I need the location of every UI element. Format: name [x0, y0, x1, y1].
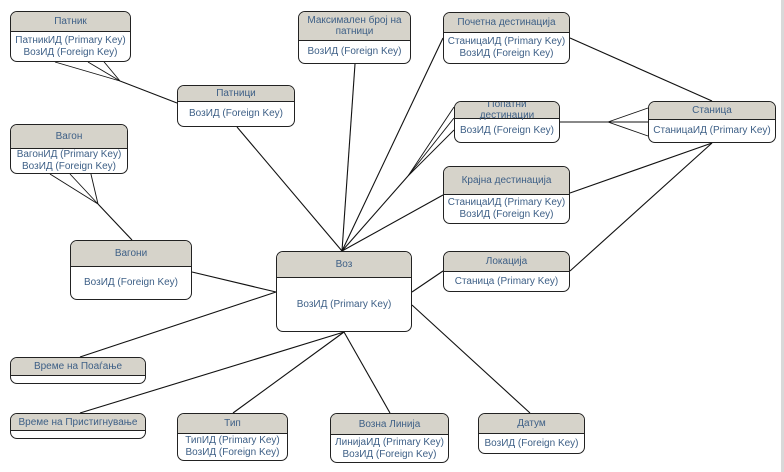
entity-title: Станица	[649, 102, 775, 120]
entity-title: Вагони	[71, 241, 191, 267]
entity-title: Попатни дестинации	[455, 102, 559, 121]
entity-title: Воз	[277, 252, 411, 278]
crows-foot-line	[407, 106, 455, 177]
entity-attributes: ВозИД (Foreign Key)	[299, 41, 410, 63]
entity-attributes: СтаницаИД (Primary Key)ВозИД (Foreign Ke…	[444, 195, 569, 223]
relationship-line-vagoni-to-voz	[191, 271, 277, 293]
relationship-line-patnici-to-voz	[236, 126, 343, 252]
entity-attribute: ПатникИД (Primary Key)	[15, 34, 126, 46]
entity-attribute: ВозИД (Foreign Key)	[21, 161, 117, 172]
entity-attributes: ВагонИД (Primary Key)ВозИД (Foreign Key)	[11, 149, 127, 173]
entity-attribute: ЛинијаИД (Primary Key)	[335, 436, 444, 448]
relationship-line-vreme-poaganje-to-voz	[79, 291, 277, 358]
crows-foot-line	[89, 169, 99, 205]
crows-foot-line	[407, 117, 455, 177]
entity-attributes: Станица (Primary Key)	[444, 272, 569, 291]
crows-foot-line	[69, 173, 99, 205]
entity-attribute: СтаницаИД (Primary Key)	[447, 36, 566, 47]
entity-title: Крајна дестинација	[444, 167, 569, 195]
entity-attribute: СтаницаИД (Primary Key)	[447, 197, 566, 208]
entity-attribute: ВозИД (Foreign Key)	[459, 48, 554, 59]
relationship-line-vagon-to-vagoni	[97, 203, 133, 241]
entity-attributes: ПатникИД (Primary Key)ВозИД (Foreign Key…	[11, 32, 130, 61]
entity-attributes: ТипИД (Primary Key)ВозИД (Foreign Key)	[178, 434, 287, 460]
entity-attributes: ВозИД (Primary Key)	[277, 278, 411, 331]
relationship-line-lokacija-to-voz	[411, 270, 444, 293]
relationship-line-lokacija-to-stanica	[569, 142, 713, 272]
entity-title: Максимален број на патници	[299, 12, 410, 41]
entity-title: Почетна дестинација	[444, 13, 569, 33]
entity-attribute: ВозИД (Primary Key)	[296, 298, 392, 310]
relationship-line-patnik-to-patnici	[119, 80, 178, 104]
relationship-line-popatni-to-voz	[341, 175, 409, 252]
entity-title: Патници	[178, 86, 294, 102]
entity-attribute: ВозИД (Foreign Key)	[23, 46, 118, 58]
entity-attribute: ВозИД (Foreign Key)	[185, 447, 280, 458]
relationship-line-datum-to-voz	[411, 304, 531, 414]
entity-attribute: СтаницаИД (Primary Key)	[653, 125, 771, 136]
entity-attributes: СтаницаИД (Primary Key)	[649, 120, 775, 142]
relationship-line-vreme-pristignuvanje-to-voz	[79, 331, 345, 414]
entity-attributes: СтаницаИД (Primary Key)ВозИД (Foreign Ke…	[444, 33, 569, 63]
entity-attribute: ВозИД (Foreign Key)	[83, 277, 179, 288]
entity-vreme-poaganje[interactable]: Време на Поаѓање	[10, 357, 146, 384]
entity-title: Локација	[444, 252, 569, 272]
entity-attribute: Станица (Primary Key)	[454, 275, 559, 287]
entity-attribute: ВозИД (Foreign Key)	[459, 209, 554, 220]
entity-attributes	[11, 376, 145, 383]
entity-title: Патник	[11, 12, 130, 32]
crows-foot-line	[607, 107, 649, 123]
entity-attribute: ВозИД (Foreign Key)	[484, 437, 579, 449]
relationship-line-pocetna-to-voz	[341, 37, 444, 252]
relationship-line-krajna-to-voz	[341, 194, 444, 252]
entity-attribute: ТипИД (Primary Key)	[185, 435, 280, 446]
entity-attribute: ВозИД (Foreign Key)	[307, 46, 402, 57]
entity-title: Вагон	[11, 125, 127, 149]
entity-attribute: ВозИД (Foreign Key)	[342, 448, 437, 460]
entity-attributes: ВозИД (Foreign Key)	[455, 119, 559, 142]
relationship-line-tip-to-voz	[232, 331, 345, 414]
entity-attributes: ВозИД (Foreign Key)	[479, 434, 584, 453]
entity-attributes: ВозИД (Foreign Key)	[178, 102, 294, 126]
entity-attribute: ВагонИД (Primary Key)	[16, 149, 122, 160]
scrollbar-edge[interactable]	[781, 0, 784, 472]
crows-foot-line	[607, 121, 649, 137]
relationship-line-krajna-to-stanica	[569, 142, 713, 194]
entity-title: Време на Поаѓање	[11, 358, 145, 376]
entity-attributes: ВозИД (Foreign Key)	[71, 267, 191, 299]
entity-title: Возна Линија	[331, 414, 448, 435]
crows-foot-line	[54, 61, 121, 82]
crows-foot-line	[49, 173, 99, 205]
entity-attributes	[11, 431, 145, 438]
entity-attributes: ЛинијаИД (Primary Key)ВозИД (Foreign Key…	[331, 435, 448, 462]
relationship-line-max-patnici-to-voz	[341, 63, 356, 252]
entity-vreme-pristignuvanje[interactable]: Време на Пристигнување	[10, 413, 146, 439]
relationship-line-pocetna-to-stanica	[569, 37, 713, 102]
entity-attribute: ВозИД (Foreign Key)	[459, 124, 555, 136]
entity-title: Датум	[479, 414, 584, 434]
crows-foot-line	[407, 129, 455, 177]
entity-title: Време на Пристигнување	[11, 414, 145, 431]
entity-attribute: ВозИД (Foreign Key)	[188, 108, 284, 119]
entity-title: Тип	[178, 414, 287, 434]
crows-foot-line	[87, 61, 121, 82]
relationship-line-vozna-linija-to-voz	[343, 331, 391, 414]
